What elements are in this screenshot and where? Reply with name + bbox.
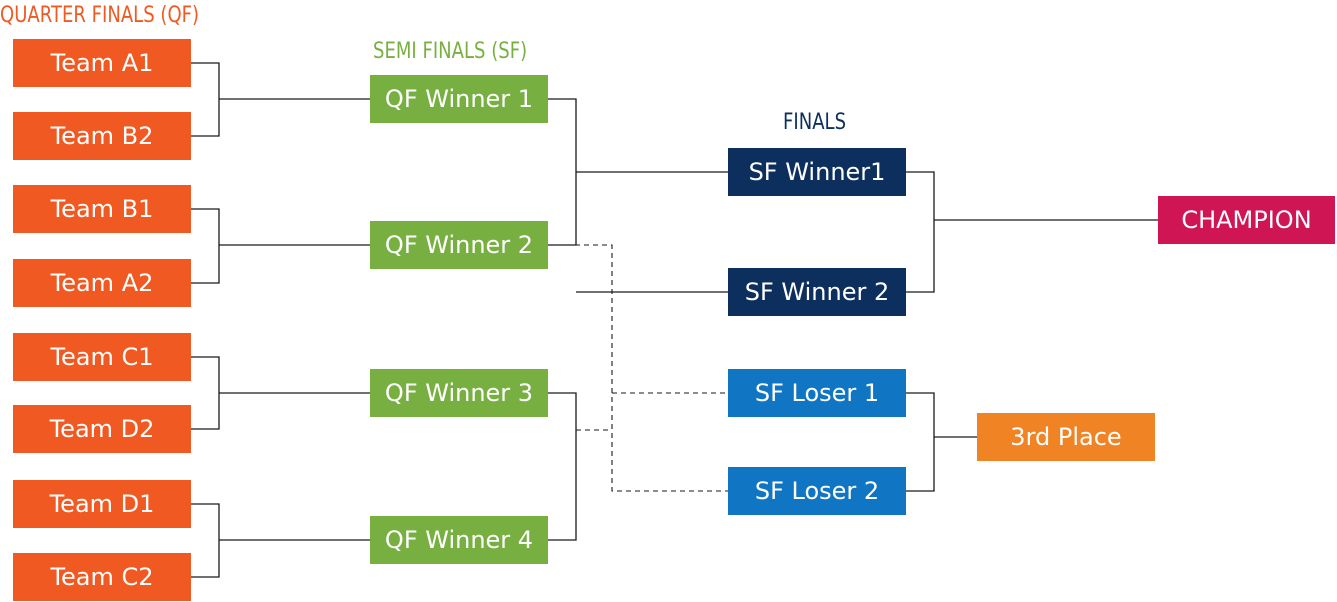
qf-team-box: Team C2 bbox=[13, 553, 191, 601]
qf-team-box: Team A1 bbox=[13, 39, 191, 87]
sf-loser-box: SF Loser 1 bbox=[728, 369, 906, 417]
finals-heading: FINALS bbox=[783, 110, 847, 135]
connector-qf-pair-3 bbox=[191, 356, 220, 430]
connector-losers-pair bbox=[906, 392, 935, 492]
qf-team-box: Team C1 bbox=[13, 333, 191, 381]
qf-team-box: Team D1 bbox=[13, 480, 191, 528]
sf-slot-box: QF Winner 2 bbox=[370, 221, 548, 269]
sf-loser-box: SF Loser 2 bbox=[728, 467, 906, 515]
connector-qf-pair-1 bbox=[191, 62, 220, 137]
connector-finals-pair bbox=[906, 171, 935, 293]
connector-qf-pair-4 bbox=[191, 503, 220, 578]
sf-slot-box: QF Winner 3 bbox=[370, 369, 548, 417]
connector-sf-pair-bottom bbox=[548, 392, 577, 541]
dashed-loser-path-1 bbox=[548, 244, 728, 492]
champion-box: CHAMPION bbox=[1158, 196, 1335, 244]
connector-qf-pair-2 bbox=[191, 208, 220, 284]
connector-sf-pair-top bbox=[548, 98, 577, 246]
qf-team-box: Team D2 bbox=[13, 405, 191, 453]
quarter-finals-heading: QUARTER FINALS (QF) bbox=[0, 3, 200, 28]
sf-slot-box: QF Winner 4 bbox=[370, 516, 548, 564]
final-slot-box: SF Winner1 bbox=[728, 148, 906, 196]
qf-team-box: Team A2 bbox=[13, 259, 191, 307]
third-place-box: 3rd Place bbox=[977, 413, 1155, 461]
qf-team-box: Team B2 bbox=[13, 112, 191, 160]
sf-slot-box: QF Winner 1 bbox=[370, 75, 548, 123]
final-slot-box: SF Winner 2 bbox=[728, 268, 906, 316]
qf-team-box: Team B1 bbox=[13, 185, 191, 233]
semi-finals-heading: SEMI FINALS (SF) bbox=[373, 39, 528, 64]
